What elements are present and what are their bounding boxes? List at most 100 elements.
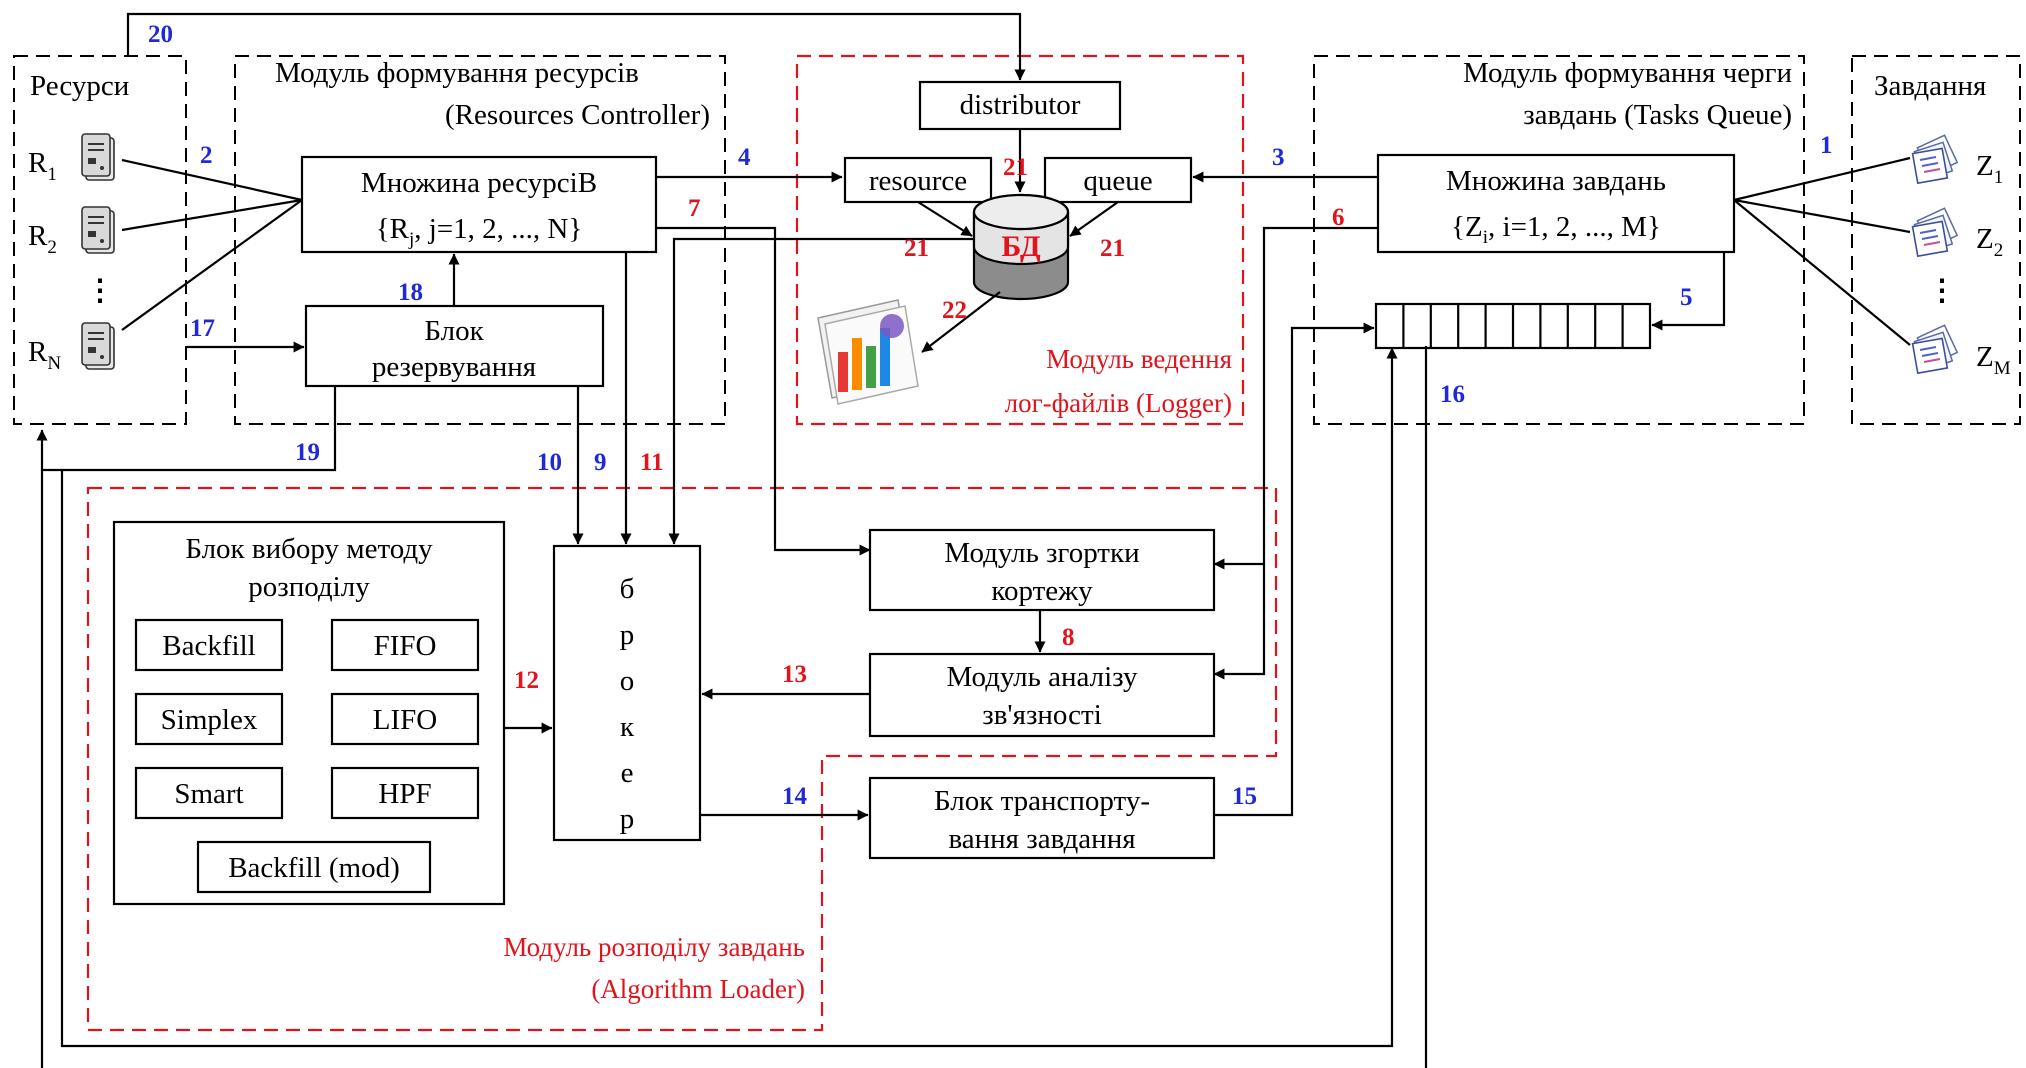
tasks-module-title-line1: Модуль формування черги <box>1463 57 1792 89</box>
link-rn-set <box>121 199 303 331</box>
broker-letter: р <box>620 619 635 651</box>
logger-title-line1: Модуль ведення <box>1046 344 1232 374</box>
method-button[interactable]: Backfill (mod) <box>196 840 432 894</box>
task-transport-line1: Блок транспорту- <box>934 785 1150 817</box>
flow-number-3: 3 <box>1272 144 1285 171</box>
flow-number-20: 20 <box>148 21 173 48</box>
method-label: LIFO <box>373 704 437 736</box>
arrow-5 <box>1651 252 1726 331</box>
task-z2-label: Z2 <box>1976 223 2003 261</box>
method-selection-title-line1: Блок вибору методу <box>185 533 433 565</box>
flow-number-14: 14 <box>782 783 808 810</box>
broker-letter: р <box>620 803 635 835</box>
resource-log-box <box>843 156 993 204</box>
arrow-22 <box>921 291 1001 353</box>
algorithm-loader-frame <box>86 486 1278 1032</box>
broker-letter: е <box>621 757 634 789</box>
distributor-box <box>918 80 1122 131</box>
arrow-resource-db <box>917 201 973 237</box>
algorithm-loader-title-line1: Модуль розподілу завдань <box>503 932 805 962</box>
connectivity-analysis-module <box>868 652 1216 738</box>
flow-number-21-right: 21 <box>1100 235 1125 262</box>
method-button[interactable]: LIFO <box>330 692 480 746</box>
resource-r2-label: R2 <box>28 220 57 258</box>
task-z1-label: Z1 <box>1976 150 2003 188</box>
arrow-20 <box>126 12 1026 81</box>
resource-rn-label: RN <box>28 336 61 374</box>
logger-title-line2: лог-файлів (Logger) <box>1005 388 1232 418</box>
resources-module-title-line1: Модуль формування ресурсів <box>275 57 639 89</box>
method-button[interactable]: Simplex <box>134 692 284 746</box>
queue-log-box <box>1043 156 1193 204</box>
arrow-19 <box>36 386 337 472</box>
database-label: БД <box>1001 230 1041 263</box>
server-icon <box>81 133 115 181</box>
link-r2-set <box>121 198 303 232</box>
flow-number-8: 8 <box>1062 624 1075 651</box>
bar-chart-icon <box>817 299 919 405</box>
resource-log-label: resource <box>869 165 967 197</box>
task-transport-line2: вання завдання <box>948 823 1135 855</box>
task-document-icon <box>1911 324 1959 375</box>
flow-number-9: 9 <box>594 449 607 476</box>
resource-set-box <box>300 155 658 254</box>
method-label: FIFO <box>374 630 437 662</box>
method-button[interactable]: HPF <box>330 766 480 820</box>
tasks-module-frame <box>1313 55 1805 425</box>
link-z2-set <box>1733 198 1911 234</box>
task-zm-label: ZM <box>1976 341 2011 379</box>
flow-number-11: 11 <box>640 449 664 476</box>
flow-number-16: 16 <box>1440 381 1465 408</box>
flow-number-21-left: 21 <box>904 235 929 262</box>
resources-title: Ресурси <box>30 70 129 102</box>
tasks-ellipsis: ⋮ <box>1928 275 1957 307</box>
method-label: Smart <box>174 778 243 810</box>
flow-number-17: 17 <box>190 315 215 342</box>
flow-number-22: 22 <box>942 297 967 324</box>
method-button[interactable]: FIFO <box>330 618 480 672</box>
flow-number-12: 12 <box>514 667 539 694</box>
arrow-queue-return <box>60 347 1398 1048</box>
method-label: Backfill <box>162 630 255 662</box>
arrow-6-branch <box>1213 564 1266 680</box>
method-button[interactable]: Smart <box>134 766 284 820</box>
flow-number-7: 7 <box>688 195 701 222</box>
flow-number-4: 4 <box>738 144 751 171</box>
task-set-line2: {Zi, i=1, 2, ..., M} <box>1451 211 1661 248</box>
flow-number-19: 19 <box>295 439 320 466</box>
algorithm-loader-title-line2: (Algorithm Loader) <box>591 974 805 1004</box>
flow-number-18: 18 <box>398 279 423 306</box>
connectivity-analysis-line2: зв'язності <box>982 699 1102 731</box>
flow-number-21-top: 21 <box>1003 154 1028 181</box>
queue-log-label: queue <box>1083 165 1152 197</box>
task-transport-block <box>868 776 1216 860</box>
method-label: Backfill (mod) <box>228 852 400 884</box>
link-zm-set <box>1733 199 1911 346</box>
tasks-module-title-line2: завдань (Tasks Queue) <box>1523 99 1792 131</box>
reservation-block-line1: Блок <box>424 315 484 347</box>
task-set-line1: Множина завдань <box>1446 165 1666 197</box>
task-document-icon <box>1911 207 1959 258</box>
arrow-6 <box>1213 226 1378 570</box>
broker-box <box>552 544 702 842</box>
resource-set-line1: Множина ресурсіВ <box>361 167 597 199</box>
tuple-fold-line2: кортежу <box>991 575 1093 607</box>
arrow-7 <box>656 226 871 556</box>
server-icon <box>81 322 115 370</box>
tasks-frame <box>1851 55 2021 425</box>
flow-number-6: 6 <box>1332 204 1345 231</box>
reservation-block-line2: резервування <box>372 351 536 383</box>
arrow-15 <box>1214 322 1375 817</box>
method-selection-title-line2: розподілу <box>248 571 370 603</box>
link-z1-set <box>1733 156 1911 202</box>
flow-number-10: 10 <box>537 449 562 476</box>
flow-number-13: 13 <box>782 661 807 688</box>
task-queue-strip <box>1374 302 1652 350</box>
method-button[interactable]: Backfill <box>134 618 284 672</box>
tuple-fold-module <box>868 528 1216 612</box>
broker-letter: к <box>620 711 635 743</box>
broker-letter: б <box>620 573 635 605</box>
database-icon <box>972 193 1070 301</box>
flow-number-2: 2 <box>200 142 213 169</box>
